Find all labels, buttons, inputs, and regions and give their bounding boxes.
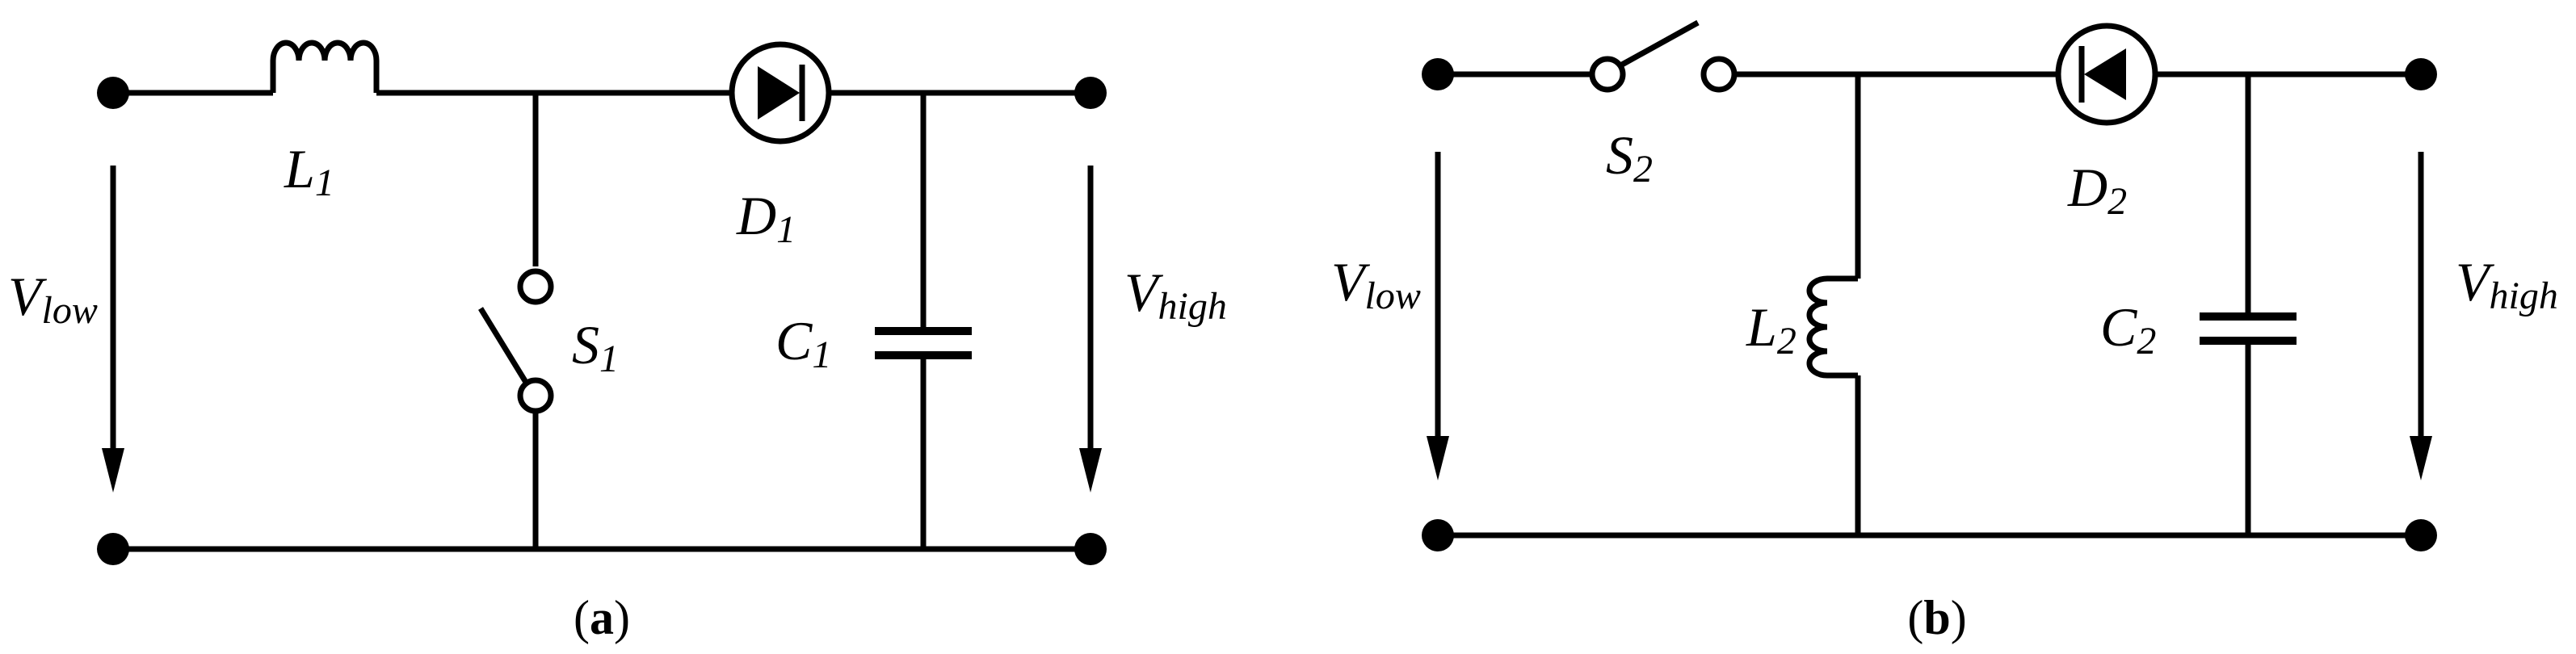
- diagram-a: L1 D1 S1 C1 Vlow Vhigh (a): [8, 40, 1227, 644]
- terminal-b-top-right: [2405, 58, 2437, 90]
- diode-a: [729, 41, 832, 145]
- terminal-a-top-right: [1074, 77, 1107, 109]
- label-v-high-b: Vhigh: [2456, 251, 2558, 317]
- label-inductor-b: L2: [1746, 296, 1796, 363]
- terminal-a-top-left: [97, 77, 129, 109]
- label-switch-b: S2: [1606, 124, 1653, 191]
- terminal-a-bottom-left: [97, 533, 129, 565]
- voltage-arrow-a-low: [102, 166, 124, 493]
- terminal-b-bottom-left: [1422, 519, 1454, 551]
- diagram-b: S2 D2 L2 C2 Vlow Vhigh (b): [1331, 19, 2558, 644]
- label-inductor-a: L1: [284, 138, 334, 204]
- voltage-arrow-b-low: [1427, 152, 1449, 480]
- label-switch-a: S1: [572, 314, 619, 380]
- label-v-high-a: Vhigh: [1124, 262, 1227, 328]
- label-v-low-a: Vlow: [8, 266, 98, 332]
- capacitor-a: [875, 327, 972, 359]
- diode-b: [2055, 23, 2158, 126]
- label-capacitor-a: C1: [775, 310, 831, 376]
- caption-a: (a): [574, 591, 630, 644]
- label-diode-b: D2: [2067, 157, 2127, 223]
- capacitor-b: [2200, 312, 2297, 345]
- inductor-a: [270, 40, 380, 93]
- caption-b: (b): [1907, 591, 1966, 644]
- switch-a: [478, 268, 554, 414]
- inductor-b: [1806, 275, 1858, 379]
- switch-b: [1589, 19, 1738, 93]
- terminal-a-bottom-right: [1074, 533, 1107, 565]
- label-capacitor-b: C2: [2100, 296, 2156, 363]
- terminal-b-bottom-right: [2405, 519, 2437, 551]
- label-diode-a: D1: [736, 185, 796, 251]
- terminal-b-top-left: [1422, 58, 1454, 90]
- voltage-arrow-b-high: [2410, 152, 2432, 480]
- voltage-arrow-a-high: [1079, 166, 1102, 493]
- label-v-low-b: Vlow: [1331, 251, 1421, 317]
